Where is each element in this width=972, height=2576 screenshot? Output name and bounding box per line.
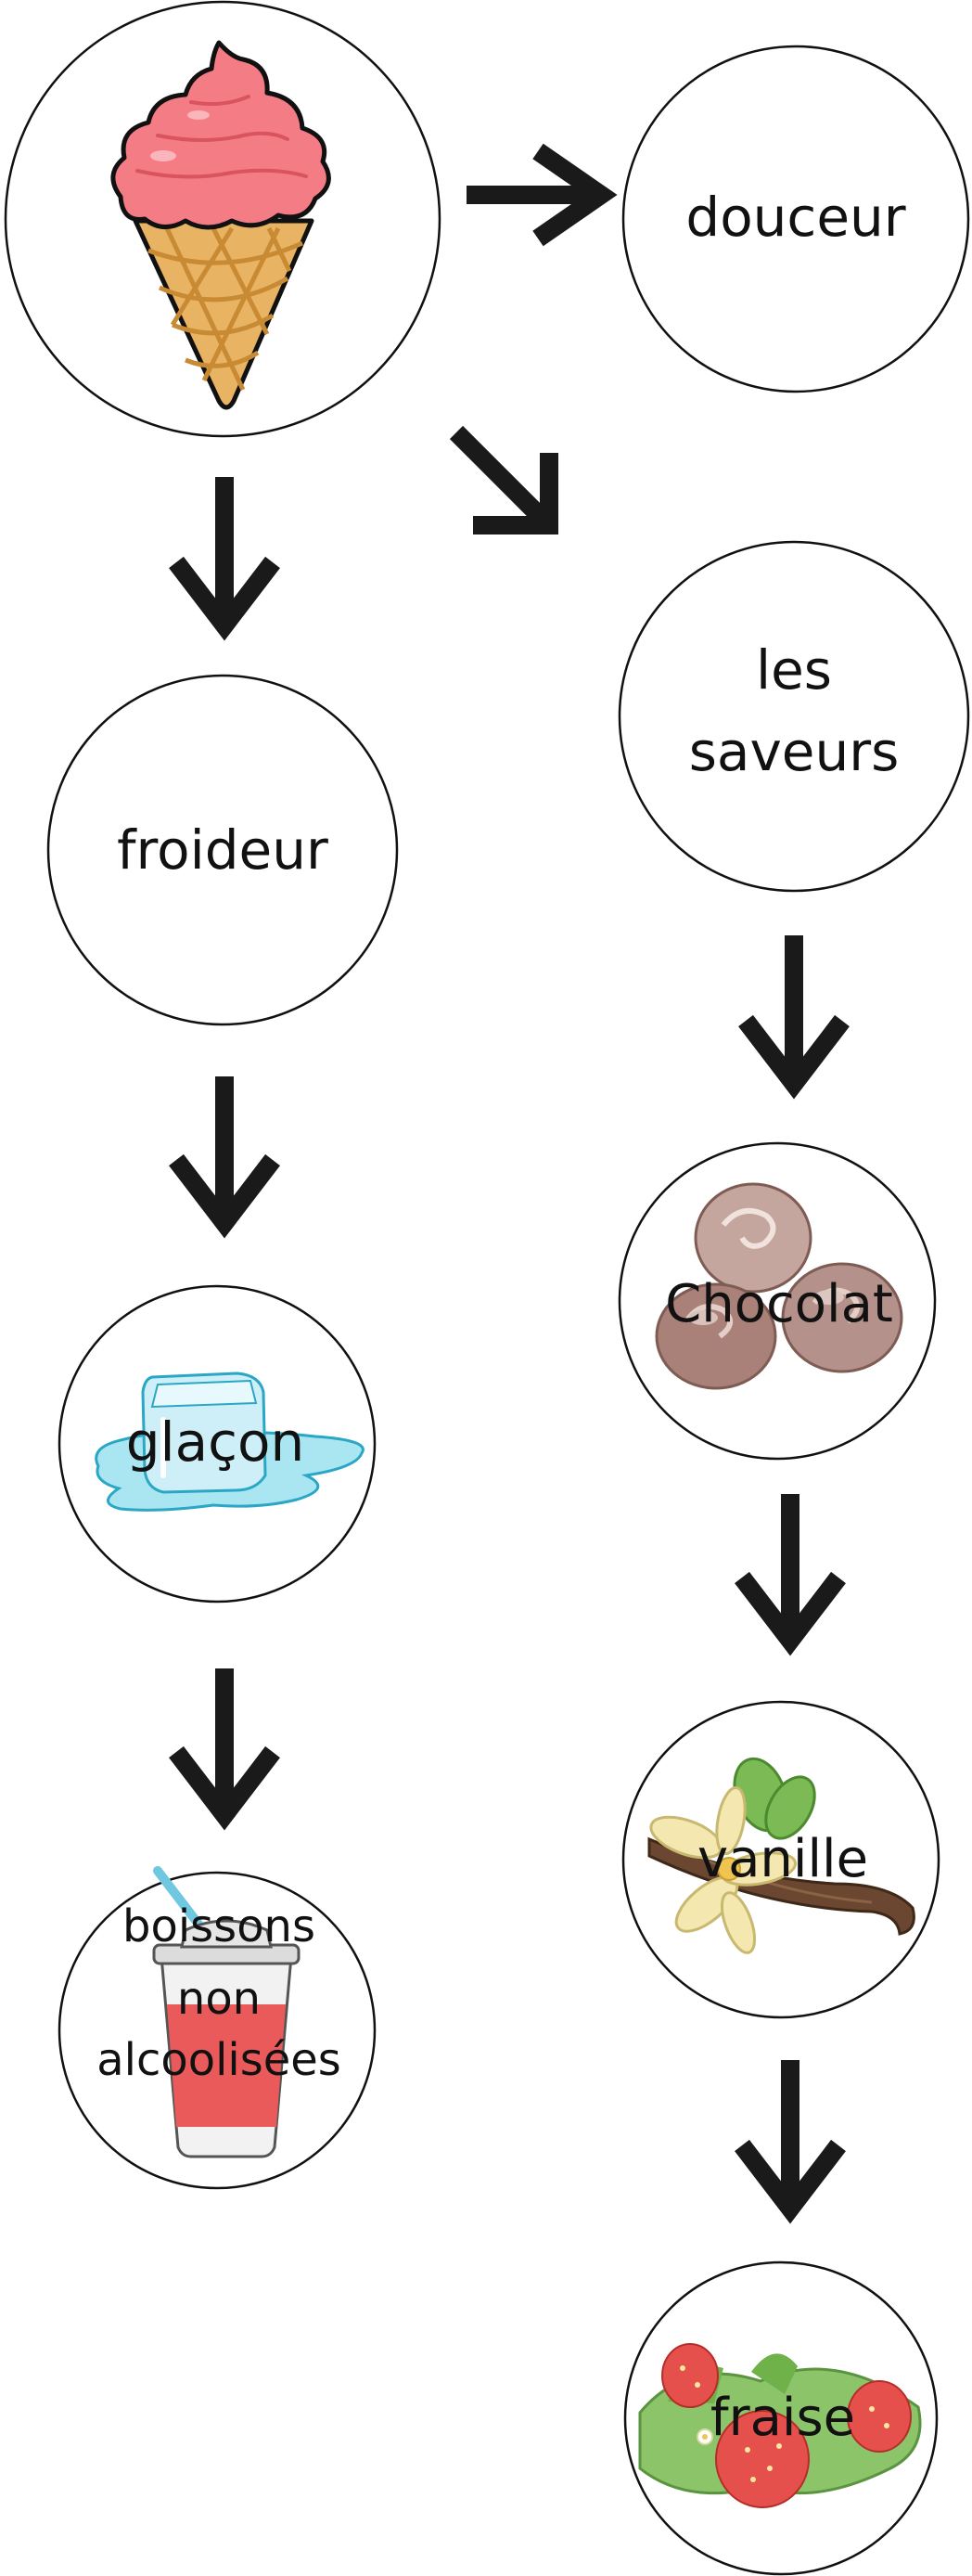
node-glacon: glaçon [58, 1284, 377, 1604]
arrow-icecream-to-saveurs [449, 425, 558, 535]
node-label: douceur [685, 186, 905, 249]
node-label: glaçon [126, 1410, 305, 1474]
node-label-line2: saveurs [689, 720, 900, 783]
arrow-icecream-to-douceur [467, 143, 618, 247]
arrow-chocolat-to-vanille [735, 1494, 846, 1656]
arrow-icecream-to-froideur [169, 477, 280, 641]
node-label: froideur [117, 818, 328, 882]
ice-cube-icon [95, 1372, 364, 1512]
node-label-line2: non [177, 1973, 261, 2025]
ice-cream-cone-icon [110, 40, 331, 410]
vanilla-flower-icon [647, 1757, 915, 1954]
soda-cup-icon [152, 1866, 301, 2158]
chocolate-truffles-icon [655, 1182, 903, 1390]
node-label-line1: les [756, 638, 832, 702]
node-circle [621, 45, 970, 393]
node-label: vanille [697, 1829, 868, 1889]
node-label-line3: alcoolisées [96, 2034, 341, 2086]
arrow-saveurs-to-chocolat [738, 935, 850, 1100]
arrow-froideur-to-glacon [169, 1076, 280, 1239]
strawberry-icon [638, 2343, 922, 2508]
node-label: fraise [710, 2388, 855, 2448]
node-circle [46, 674, 399, 1026]
node-ice-cream [4, 0, 441, 438]
node-vanille: vanille [621, 1700, 940, 2019]
arrow-glacon-to-boissons [169, 1668, 280, 1831]
node-douceur: douceur [621, 45, 970, 393]
arrow-vanille-to-fraise [735, 2060, 846, 2224]
node-label: Chocolat [665, 1274, 893, 1334]
node-froideur: froideur [46, 674, 399, 1026]
arrows [169, 143, 850, 2224]
node-chocolat: Chocolat [618, 1141, 937, 1461]
node-saveurs: les saveurs [618, 540, 970, 893]
node-fraise: fraise [623, 2260, 939, 2576]
node-boissons: boissons non alcoolisées [58, 1866, 377, 2190]
node-circle [618, 540, 970, 893]
node-label-line1: boissons [122, 1900, 315, 1952]
